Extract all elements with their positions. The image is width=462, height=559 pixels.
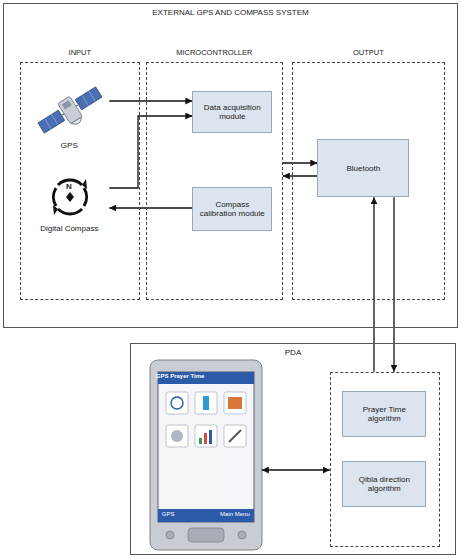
signal-arrow xyxy=(109,116,192,188)
group-heading: OUTPUT xyxy=(293,48,444,57)
algorithm-group: Prayer Time algorithmQibla direction alg… xyxy=(330,372,440,547)
node-label: Digital Compass xyxy=(29,224,109,234)
compass-icon xyxy=(53,179,87,215)
node-label: GPS xyxy=(162,511,175,518)
pda-frame: PDA GPS Prayer TimeGPS Main Menu Prayer Tim… xyxy=(130,343,456,555)
compass-north-label: N xyxy=(66,182,72,191)
gps-node: GPS xyxy=(29,79,109,154)
signal-arrow xyxy=(109,100,192,101)
system-frame: EXTERNAL GPS AND COMPASS SYSTEM INPUT GPS D… xyxy=(3,3,458,328)
signal-arrow xyxy=(109,207,192,208)
module-box: Data acquisition module xyxy=(192,91,272,133)
node-label: Compass calibration module xyxy=(199,200,265,219)
bluetooth-box: Bluetooth xyxy=(317,139,409,197)
node-label: Data acquisition module xyxy=(199,103,265,122)
group-heading: EXTERNAL GPS AND COMPASS SYSTEM xyxy=(4,8,457,18)
signal-arrow xyxy=(373,197,374,372)
group-heading: PDA xyxy=(131,348,455,358)
compass-node: Digital Compass xyxy=(29,167,109,237)
node-label: GPS xyxy=(29,141,109,151)
input-group: INPUTGPSDigital Compass xyxy=(20,62,140,300)
signal-arrow xyxy=(283,175,318,176)
module-box: Compass calibration module xyxy=(192,187,272,231)
satellite-icon xyxy=(35,82,108,142)
node-label: Main Menu xyxy=(220,511,250,518)
node-label: GPS Prayer Time xyxy=(156,373,205,380)
algorithm-box: Qibla direction algorithm xyxy=(342,461,426,507)
output-group: OUTPUTBluetooth xyxy=(292,62,445,300)
node-label: Prayer Time algorithm xyxy=(349,405,419,424)
group-heading: INPUT xyxy=(21,48,139,57)
microcontroller-group: MICROCONTROLLERData acquisition moduleCo… xyxy=(146,62,283,300)
signal-arrow xyxy=(393,197,394,372)
signal-arrow xyxy=(262,469,330,470)
pda-device-illustration xyxy=(150,360,262,550)
signal-arrow xyxy=(283,162,318,163)
group-heading: MICROCONTROLLER xyxy=(147,48,282,57)
algorithm-box: Prayer Time algorithm xyxy=(342,391,426,437)
node-label: Qibla direction algorithm xyxy=(349,475,419,494)
node-label: Bluetooth xyxy=(346,164,380,174)
pda-device: GPS Prayer TimeGPS Main Menu xyxy=(150,360,262,550)
